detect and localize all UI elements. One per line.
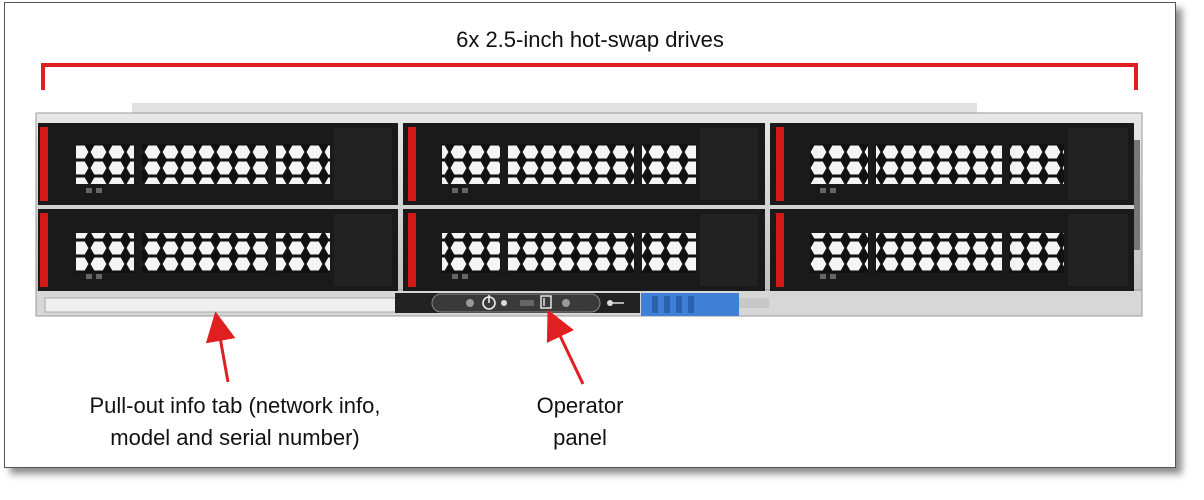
power-icon[interactable] bbox=[482, 295, 496, 310]
drive-bay[interactable] bbox=[38, 209, 398, 291]
release-handle[interactable] bbox=[641, 293, 769, 316]
drives-callout-label: 6x 2.5-inch hot-swap drives bbox=[456, 27, 724, 52]
operator-panel-arrow bbox=[546, 309, 585, 385]
drive-bay[interactable] bbox=[403, 209, 765, 291]
id-icon[interactable] bbox=[540, 295, 552, 309]
info-tab[interactable] bbox=[44, 297, 406, 313]
drives-bracket bbox=[41, 63, 1138, 90]
drive-bay[interactable] bbox=[770, 123, 1134, 205]
operator-label-line2: panel bbox=[553, 425, 607, 450]
operator-label-line1: Operator bbox=[536, 393, 624, 418]
drive-bay[interactable] bbox=[38, 123, 398, 205]
drive-bays bbox=[38, 123, 1134, 291]
info-tab-arrow bbox=[205, 311, 236, 383]
operator-panel bbox=[395, 293, 640, 313]
key-icon bbox=[607, 300, 624, 306]
info-tab-label-line2: model and serial number) bbox=[110, 425, 360, 450]
led-icon bbox=[466, 299, 474, 307]
drive-bay[interactable] bbox=[770, 209, 1134, 291]
drive-bay[interactable] bbox=[403, 123, 765, 205]
operator-panel-callout-label: Operator panel bbox=[500, 390, 660, 454]
info-tab-label-line1: Pull-out info tab (network info, bbox=[89, 393, 381, 418]
info-tab-callout-label: Pull-out info tab (network info, model a… bbox=[40, 390, 430, 454]
